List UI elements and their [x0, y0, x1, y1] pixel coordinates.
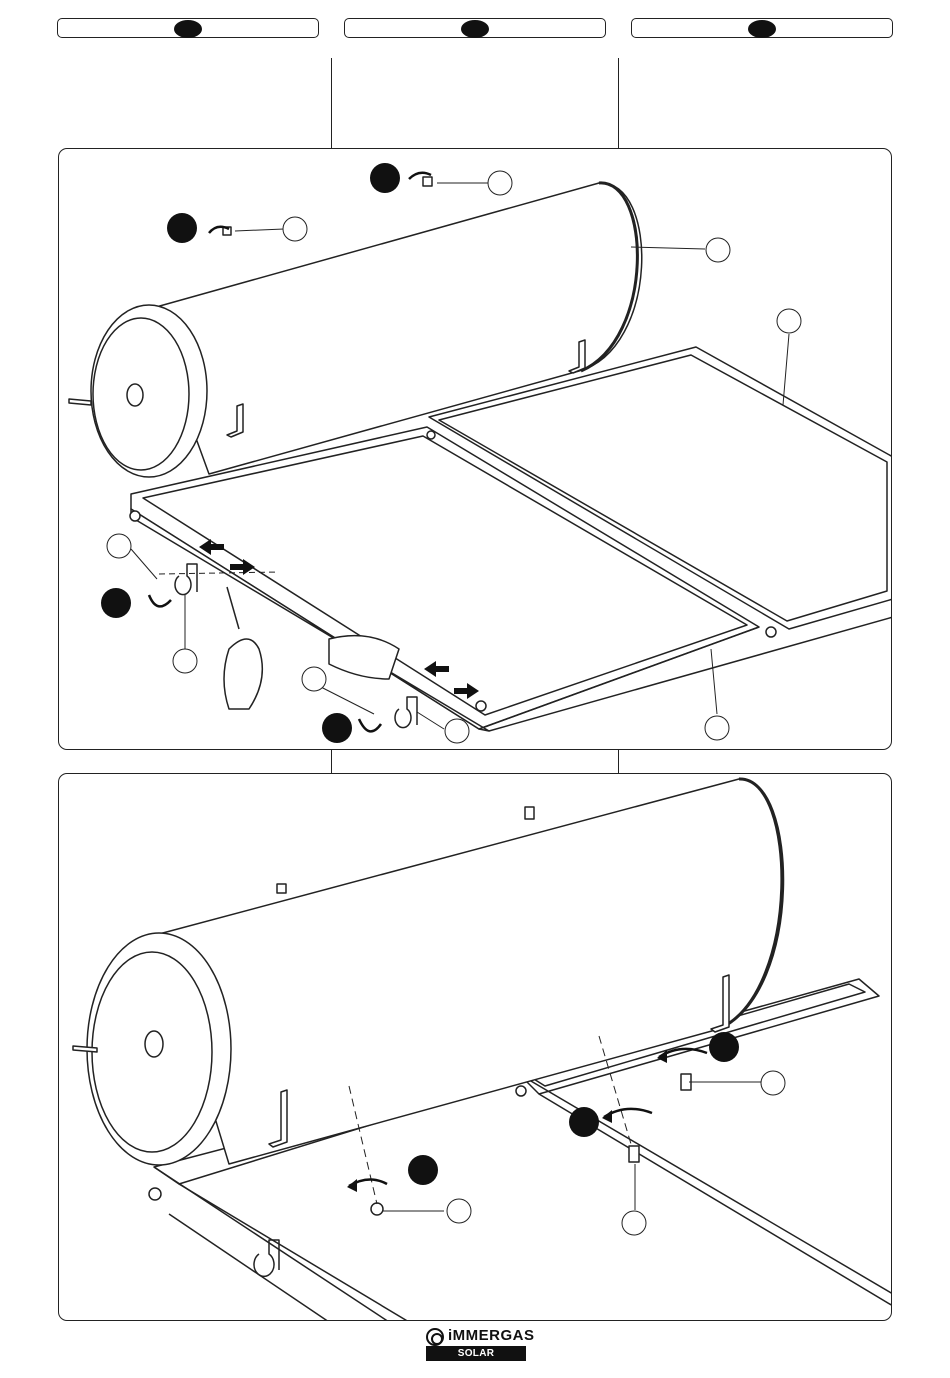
step-marker	[167, 213, 197, 243]
callout-circle	[705, 716, 729, 740]
callout-circle	[622, 1211, 646, 1235]
callout-circle	[107, 534, 131, 558]
header-tab-3	[631, 18, 893, 38]
step-marker	[174, 20, 202, 38]
top-assembly-drawing	[59, 149, 892, 750]
step-marker	[709, 1032, 739, 1062]
brand-emblem-icon	[426, 1328, 444, 1346]
callout-circle	[777, 309, 801, 333]
callout-circle	[706, 238, 730, 262]
step-marker	[322, 713, 352, 743]
top-assembly-panel	[58, 148, 892, 750]
brand-name: iMMERGAS	[448, 1327, 535, 1344]
connector-line	[331, 58, 332, 148]
callout-circle	[302, 667, 326, 691]
bottom-assembly-drawing	[59, 774, 892, 1321]
storage-tank	[87, 779, 784, 1165]
callout-circle	[283, 217, 307, 241]
step-marker	[370, 163, 400, 193]
callout-circle	[447, 1199, 471, 1223]
brand-subtitle: SOLAR SOLUTIONS	[426, 1346, 526, 1361]
callout-circle	[761, 1071, 785, 1095]
callout-circle	[488, 171, 512, 195]
header-tab-1	[57, 18, 319, 38]
connector-line	[618, 58, 619, 148]
step-marker	[748, 20, 776, 38]
step-marker	[461, 20, 489, 38]
bottom-assembly-panel	[58, 773, 892, 1321]
immergas-logo: iMMERGAS SOLAR SOLUTIONS	[426, 1327, 526, 1363]
connector-line	[331, 750, 332, 774]
callout-circle	[173, 649, 197, 673]
callout-circle	[445, 719, 469, 743]
connector-line	[618, 750, 619, 774]
header-tab-2	[344, 18, 606, 38]
step-marker	[101, 588, 131, 618]
step-marker	[408, 1155, 438, 1185]
step-marker	[569, 1107, 599, 1137]
